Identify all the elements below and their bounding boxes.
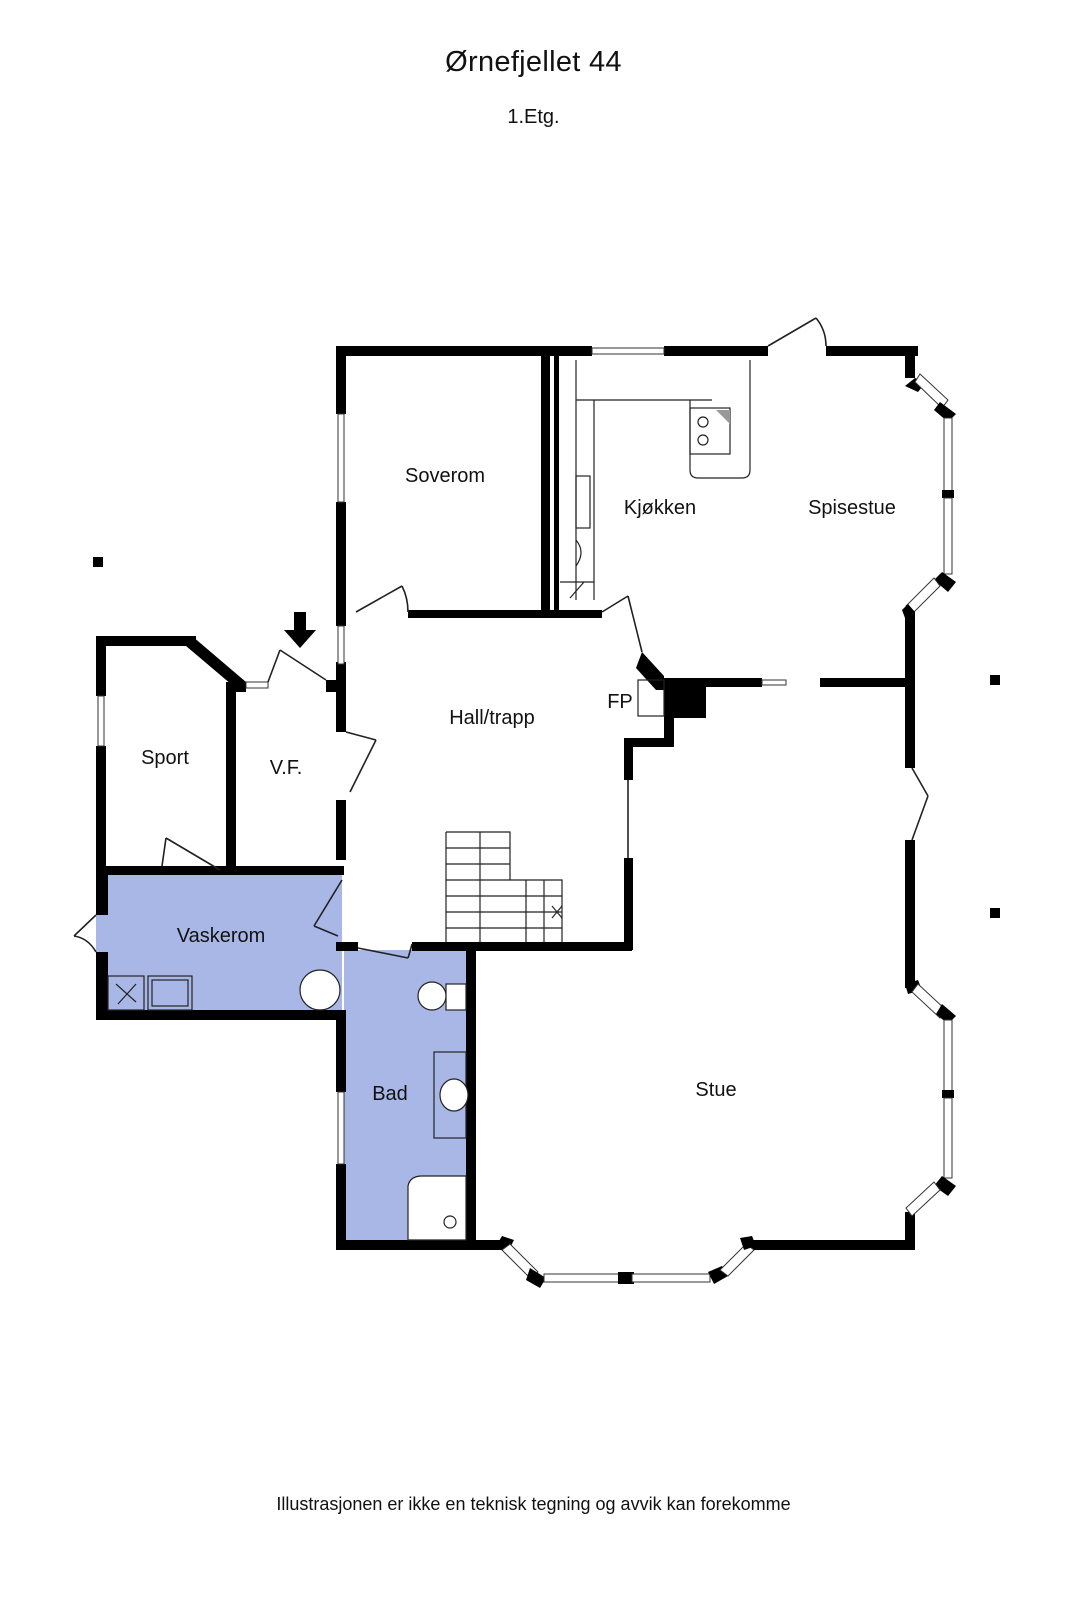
room-label-sport: Sport	[141, 747, 189, 769]
bay-windows	[97, 347, 956, 1288]
room-label-vaskerom: Vaskerom	[177, 925, 266, 947]
room-label-soverom: Soverom	[405, 465, 485, 487]
walls	[93, 346, 1000, 1250]
doors	[73, 317, 929, 959]
room-label-bad: Bad	[372, 1083, 408, 1105]
room-label-fp: FP	[607, 691, 633, 713]
room-label-vf: V.F.	[270, 757, 303, 779]
entrance-arrow-icon	[284, 612, 316, 648]
room-label-hall: Hall/trapp	[449, 707, 535, 729]
room-label-spisestue: Spisestue	[808, 497, 896, 519]
floor-label: 1.Etg.	[507, 106, 560, 128]
plan-title: Ørnefjellet 44	[445, 46, 622, 78]
room-label-stue: Stue	[695, 1079, 736, 1101]
room-label-kjokken: Kjøkken	[624, 497, 696, 519]
fixtures	[107, 360, 751, 1241]
disclaimer-text: Illustrasjonen er ikke en teknisk tegnin…	[276, 1494, 791, 1514]
